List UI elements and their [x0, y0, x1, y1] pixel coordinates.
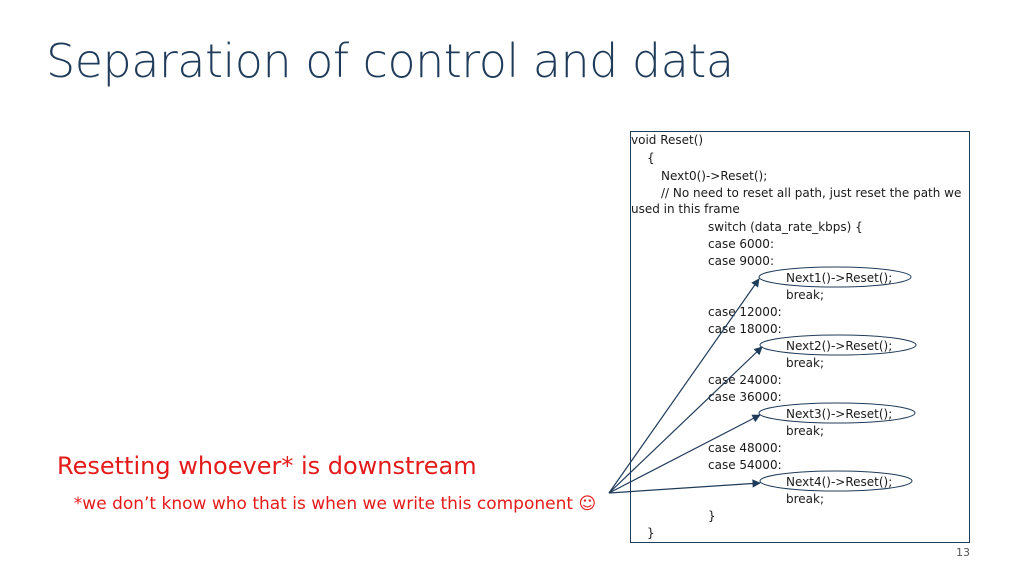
- code-line: Next0()->Reset();: [661, 169, 768, 183]
- page-number: 13: [956, 546, 970, 559]
- code-line: break;: [786, 424, 825, 438]
- code-line: break;: [786, 492, 825, 506]
- code-line: }: [647, 526, 655, 540]
- code-line: case 18000:: [708, 322, 782, 336]
- code-line: case 6000:: [708, 237, 774, 251]
- downstream-caption: Resetting whoever* is downstream: [57, 452, 477, 480]
- code-line: switch (data_rate_kbps) {: [708, 220, 863, 234]
- code-listing: void Reset() { Next0()->Reset(); // No n…: [630, 131, 970, 543]
- code-line: case 12000:: [708, 305, 782, 319]
- footnote-caption: *we don’t know who that is when we write…: [73, 494, 597, 514]
- code-line-highlighted: Next3()->Reset();: [786, 407, 893, 421]
- code-line: // No need to reset all path, just reset…: [631, 186, 962, 216]
- code-line: case 48000:: [708, 441, 782, 455]
- code-line-highlighted: Next2()->Reset();: [786, 339, 893, 353]
- code-line: case 36000:: [708, 390, 782, 404]
- code-line: case 54000:: [708, 458, 782, 472]
- code-line: break;: [786, 356, 825, 370]
- slide-title: Separation of control and data: [46, 34, 734, 88]
- code-line-highlighted: Next4()->Reset();: [786, 475, 893, 489]
- code-line: break;: [786, 288, 825, 302]
- code-line: {: [647, 151, 655, 165]
- code-line: }: [708, 509, 716, 523]
- code-line: case 9000:: [708, 254, 774, 268]
- code-line-highlighted: Next1()->Reset();: [786, 271, 893, 285]
- code-line: case 24000:: [708, 373, 782, 387]
- code-line: void Reset(): [631, 133, 704, 147]
